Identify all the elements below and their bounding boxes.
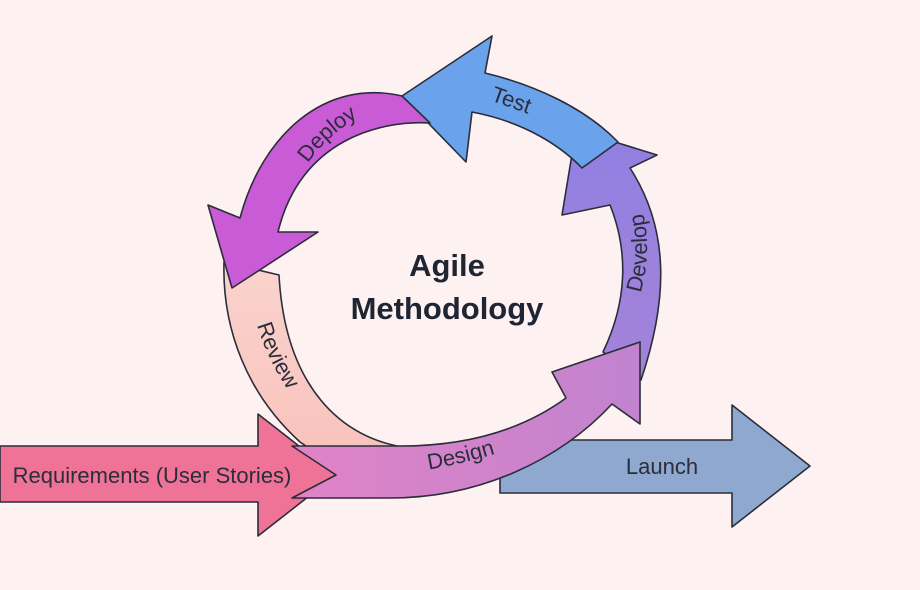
launch-label: Launch [626,454,698,479]
deploy-arrow [207,91,431,289]
launch-arrow [499,404,811,528]
test-arrow [401,35,619,169]
requirements-arrow [0,413,337,537]
develop-arrow [561,129,662,381]
diagram-title-line2: Methodology [351,291,545,326]
requirements-label: Requirements (User Stories) [13,463,292,488]
design-arrow [291,341,641,499]
diagram-title-line1: Agile [409,248,485,283]
